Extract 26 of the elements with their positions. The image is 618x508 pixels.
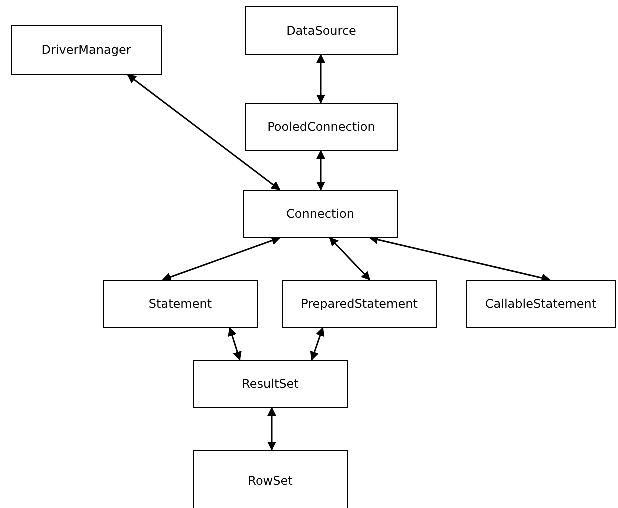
class-box bbox=[282, 280, 437, 328]
double-arrow bbox=[228, 327, 242, 361]
class-box bbox=[193, 360, 348, 408]
double-arrow bbox=[162, 236, 281, 282]
class-name: CallableStatement bbox=[485, 297, 597, 311]
double-arrow bbox=[310, 327, 325, 361]
class-box bbox=[193, 450, 348, 508]
class-name: PreparedStatement bbox=[301, 297, 418, 311]
class-name: DataSource bbox=[286, 24, 356, 38]
class-name: DriverManager bbox=[42, 43, 132, 57]
class-box bbox=[245, 6, 398, 55]
class-box bbox=[11, 25, 162, 75]
class-name: PooledConnection bbox=[268, 120, 376, 134]
double-arrow bbox=[316, 54, 326, 104]
class-name: ResultSet bbox=[242, 377, 299, 391]
class-name: Connection bbox=[286, 207, 354, 221]
class-name: Statement bbox=[148, 297, 212, 311]
class-box bbox=[245, 103, 398, 151]
class-box bbox=[243, 190, 398, 238]
class-box bbox=[103, 280, 258, 328]
double-arrow bbox=[329, 237, 371, 281]
class-name: RowSet bbox=[248, 474, 293, 488]
double-arrow bbox=[268, 407, 276, 451]
double-arrow bbox=[127, 74, 281, 191]
double-arrow bbox=[316, 150, 326, 191]
class-box bbox=[466, 280, 616, 328]
